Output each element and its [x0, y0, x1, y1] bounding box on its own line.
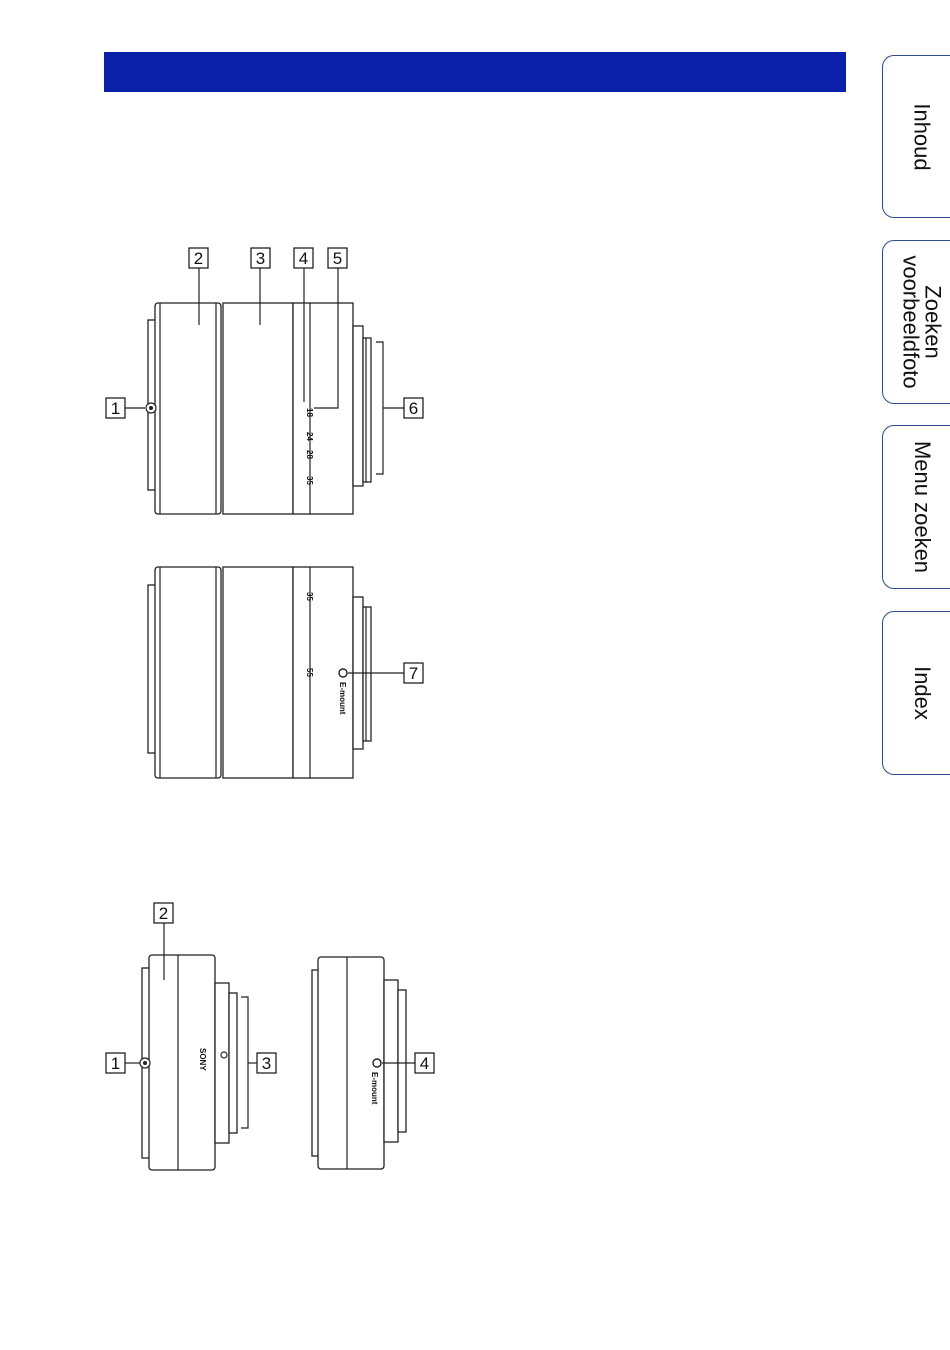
focal-mark-28: 28 — [305, 450, 314, 459]
callout-6: 6 — [376, 342, 423, 474]
mount-index-icon — [339, 669, 347, 677]
callout-p1: 1 — [106, 1053, 140, 1073]
tab-menu-zoeken-label: Menu zoeken — [911, 441, 933, 573]
svg-text:1: 1 — [111, 1054, 120, 1073]
svg-text:2: 2 — [194, 249, 203, 268]
svg-text:4: 4 — [420, 1054, 429, 1073]
svg-text:2: 2 — [159, 904, 168, 923]
svg-text:3: 3 — [262, 1054, 271, 1073]
svg-text:1: 1 — [111, 399, 120, 418]
tab-zoeken-voorbeeldfoto[interactable]: Zoeken voorbeeldfoto — [882, 240, 950, 404]
lens-diagrams: 18 24 28 35 1 2 3 4 5 6 — [0, 0, 860, 1350]
mount-index-icon — [373, 1059, 381, 1067]
e-mount-label: E-mount — [338, 682, 347, 715]
focal-mark-18: 18 — [305, 408, 314, 417]
zoom-lens-side-view: 35 55 E-mount — [148, 567, 371, 778]
pancake-lens-view-a: SONY — [140, 955, 237, 1170]
svg-text:3: 3 — [256, 249, 265, 268]
tab-index[interactable]: Index — [882, 611, 950, 775]
tab-inhoud-label: Inhoud — [911, 103, 933, 170]
focal-mark-24: 24 — [305, 432, 314, 441]
focal-mark-55: 55 — [305, 668, 314, 677]
svg-text:5: 5 — [333, 249, 342, 268]
tab-index-label: Index — [911, 666, 933, 720]
focal-mark-35-side: 35 — [305, 592, 314, 601]
callout-p3: 3 — [241, 997, 276, 1128]
tab-menu-zoeken[interactable]: Menu zoeken — [882, 425, 950, 589]
e-mount-label-pancake: E-mount — [370, 1072, 379, 1105]
brand-logo-text: SONY — [198, 1048, 207, 1071]
callout-1: 1 — [106, 398, 145, 418]
svg-text:6: 6 — [409, 399, 418, 418]
tab-inhoud[interactable]: Inhoud — [882, 55, 950, 218]
tab-zoeken-voorbeeldfoto-label: Zoeken voorbeeldfoto — [900, 255, 944, 388]
svg-text:7: 7 — [409, 664, 418, 683]
svg-text:4: 4 — [299, 249, 308, 268]
focal-mark-35: 35 — [305, 476, 314, 485]
